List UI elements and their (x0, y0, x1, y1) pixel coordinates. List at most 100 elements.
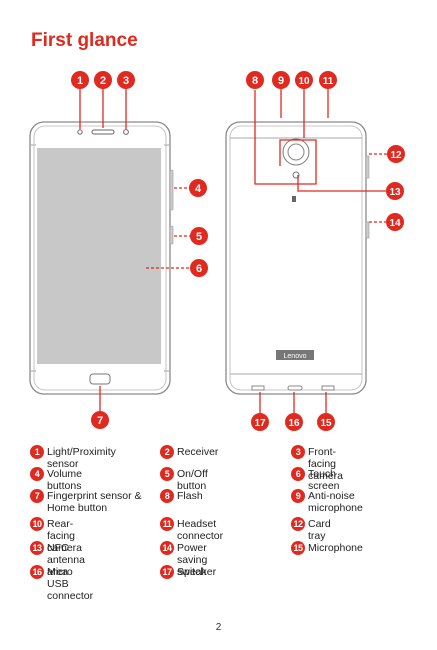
legend-label: Card tray (308, 518, 331, 542)
callout-number: 14 (389, 218, 401, 229)
legend-label: Receiver (177, 446, 219, 458)
legend-label: Front-facing camera (308, 446, 344, 482)
callout-2: 2 (94, 71, 112, 89)
page-number: 2 (215, 622, 222, 633)
callout-number: 7 (97, 415, 103, 427)
callout-8: 8 (246, 71, 264, 89)
legend-number: 17 (160, 565, 174, 579)
callout-number: 3 (123, 75, 129, 87)
light-sensor (77, 129, 83, 135)
legend-number: 12 (291, 517, 305, 531)
callout-3: 3 (117, 71, 135, 89)
legend-number: 13 (30, 541, 44, 555)
legend-number: 14 (160, 541, 174, 555)
callout-11: 11 (319, 71, 337, 89)
legend-number: 3 (291, 445, 305, 459)
legend-label: Touch screen (308, 468, 340, 492)
callout-number: 1 (77, 75, 83, 87)
callout-1: 1 (71, 71, 89, 89)
home-button (89, 373, 111, 385)
callout-16: 16 (285, 413, 303, 431)
legend-label: Light/Proximity sensor (47, 446, 116, 470)
legend-number: 15 (291, 541, 305, 555)
legend-label: Speaker (177, 566, 217, 578)
callout-number: 13 (389, 187, 401, 198)
leader-lines (79, 88, 388, 414)
legend-number: 9 (291, 489, 305, 503)
callout-7: 7 (91, 411, 109, 429)
brand-logo: Lenovo (284, 353, 307, 360)
callout-5: 5 (190, 227, 208, 245)
legend-label: Power saving switch (177, 542, 208, 578)
rear-camera (282, 138, 310, 166)
callout-number: 11 (323, 76, 334, 87)
callout-4: 4 (189, 179, 207, 197)
page-title: First glance (31, 30, 138, 51)
brand-logo-box (276, 350, 314, 360)
callout-15: 15 (317, 413, 335, 431)
front-phone (29, 121, 174, 395)
callout-number: 12 (390, 150, 402, 161)
legend-label: Anti-noise microphone (308, 490, 363, 514)
front-camera (123, 129, 129, 135)
callout-number: 9 (278, 75, 284, 87)
legend-number: 5 (160, 467, 174, 481)
callout-17: 17 (251, 413, 269, 431)
legend-label: Fingerprint sensor & Home button (47, 490, 142, 514)
receiver (91, 129, 115, 135)
legend-label: Volume buttons (47, 468, 83, 492)
callout-6: 6 (190, 259, 208, 277)
callout-number: 17 (254, 418, 266, 429)
flash (292, 171, 300, 179)
legend-number: 2 (160, 445, 174, 459)
callout-number: 8 (252, 75, 258, 87)
legend-number: 6 (291, 467, 305, 481)
legend-number: 1 (30, 445, 44, 459)
callout-9: 9 (272, 71, 290, 89)
callout-13: 13 (386, 182, 404, 200)
legend-label: Microphone (308, 542, 363, 554)
callout-10: 10 (295, 71, 313, 89)
callout-number: 10 (298, 76, 310, 87)
callout-number: 16 (288, 418, 300, 429)
legend-number: 8 (160, 489, 174, 503)
callout-number: 2 (100, 75, 106, 87)
legend-number: 7 (30, 489, 44, 503)
callout-number: 6 (196, 263, 202, 275)
legend-label: NFC antenna area (47, 542, 85, 578)
touch-screen (37, 148, 161, 364)
legend-label: On/Off button (177, 468, 208, 492)
callout-number: 5 (196, 231, 202, 243)
legend-label: Micro USB connector (47, 566, 94, 602)
legend-label: Headset connector (177, 518, 224, 542)
back-phone: Lenovo (225, 121, 370, 395)
callout-number: 15 (320, 418, 332, 429)
legend-number: 10 (30, 517, 44, 531)
callout-number: 4 (195, 183, 202, 195)
legend-label: Flash (177, 490, 203, 502)
legend-label: Rear-facing camera (47, 518, 83, 554)
callout-12: 12 (387, 145, 405, 163)
legend-number: 16 (30, 565, 44, 579)
callout-14: 14 (386, 213, 404, 231)
legend-number: 4 (30, 467, 44, 481)
legend-number: 11 (160, 517, 174, 531)
